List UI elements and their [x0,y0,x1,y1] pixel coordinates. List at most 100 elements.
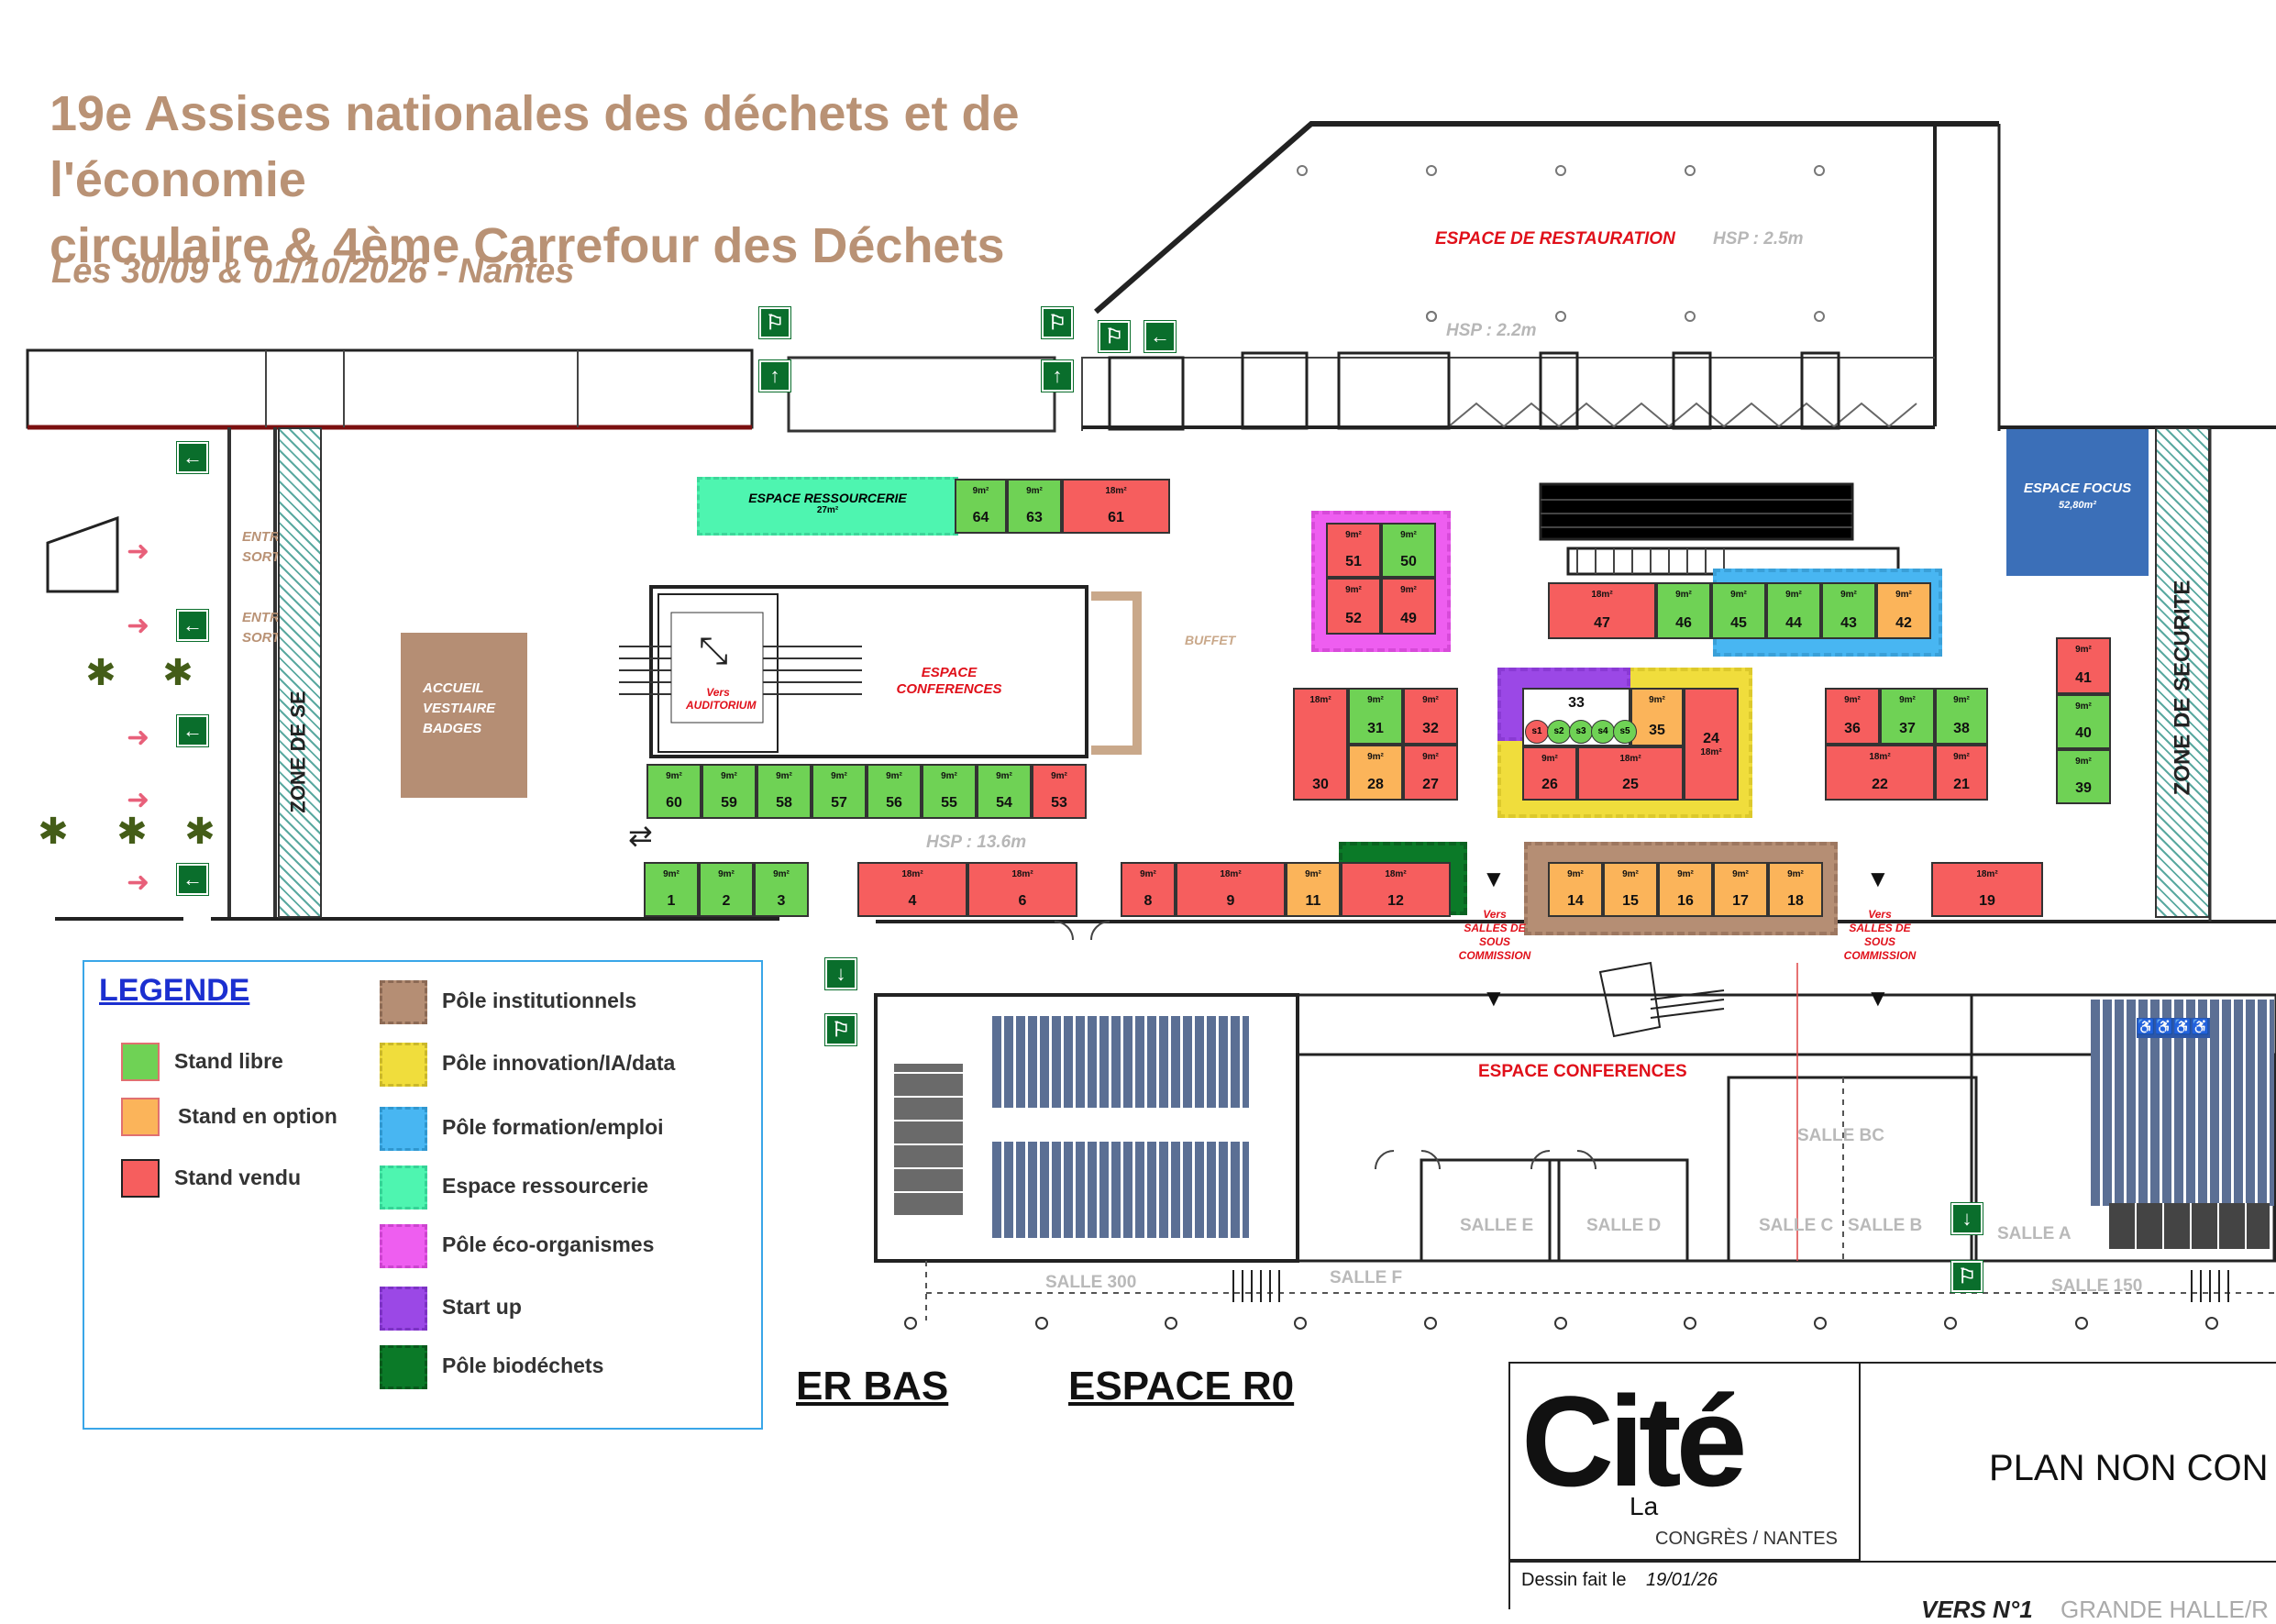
stand-number: 28 [1367,777,1384,792]
buffet-label: BUFFET [1185,633,1236,647]
stand-size: 9m² [972,486,989,496]
ssc-line4: COMMISSION [1458,949,1531,962]
stand-number: 38 [1953,721,1970,736]
stand-size: 18m² [1011,869,1033,879]
stand-size: 9m² [1840,590,1857,600]
pillar-marker [1426,165,1437,176]
espace-ressourcerie-zone[interactable]: ESPACE RESSOURCERIE 27m² [697,477,958,536]
startup-stand-s2[interactable]: s2 [1547,720,1571,744]
dessin-label: Dessin fait le [1521,1570,1627,1590]
espace-ressourcerie-label: ESPACE RESSOURCERIE [748,491,907,505]
espace-focus-size: 52,80m² [2059,500,2096,511]
stand-number: 55 [941,795,957,811]
dessin-date: 19/01/26 [1646,1570,1718,1590]
stand-number: 45 [1730,615,1747,631]
stand-number: 21 [1953,777,1970,792]
stand-45[interactable]: 9m² 45 [1711,582,1766,639]
stand-size: 9m² [941,771,957,781]
vers-auditorium-label: Vers AUDITORIUM [686,686,756,712]
espace-conferences-main-label: ESPACE CONFERENCES [1478,1062,1687,1081]
vers-salles-sous-commission-left[interactable]: Vers SALLES DE SOUS COMMISSION [1453,908,1536,963]
startup-stand-s1[interactable]: s1 [1525,720,1549,744]
stand-number: 52 [1345,611,1362,626]
startup-stand-s4[interactable]: s4 [1591,720,1615,744]
zone-securite-left-label-wrap: ZONE DE SE [281,660,317,844]
espace-focus-zone[interactable]: ESPACE FOCUS 52,80m² [2006,429,2149,576]
accueil-vestiaire-badges[interactable]: ACCUEIL VESTIAIRE BADGES [401,633,527,798]
startup-stand-s3[interactable]: s3 [1569,720,1593,744]
legend-swatch-formation [380,1107,427,1151]
emergency-exit-icon: ⚐ [825,1014,856,1045]
rez-bas-title: ER BAS [796,1364,949,1409]
vers-salles-sous-commission-right[interactable]: Vers SALLES DE SOUS COMMISSION [1839,908,1921,963]
palm-tree-icon: ✱ [162,653,193,693]
stand-55[interactable]: 9m² 55 [922,764,977,819]
legend-swatch-innovation [380,1043,427,1087]
logo-congres: CONGRÈS / NANTES [1655,1529,1838,1549]
legend-pole-institutionnels: Pôle institutionnels [442,989,637,1012]
stand-size: 9m² [1422,752,1439,762]
stand-number: 42 [1895,615,1912,631]
stand-size: 9m² [1305,869,1321,879]
stand-size: 9m² [1732,869,1749,879]
stand-size: 9m² [1730,590,1747,600]
startup-stand-s5[interactable]: s5 [1613,720,1637,744]
legend-swatch-ressourcerie [380,1166,427,1210]
exit-sign-icon: ← [177,864,208,895]
hsp-restauration-label: HSP : 2.5m [1713,229,1804,249]
vers-auditorium-line1: Vers [706,686,730,699]
stand-number: 46 [1675,615,1692,631]
